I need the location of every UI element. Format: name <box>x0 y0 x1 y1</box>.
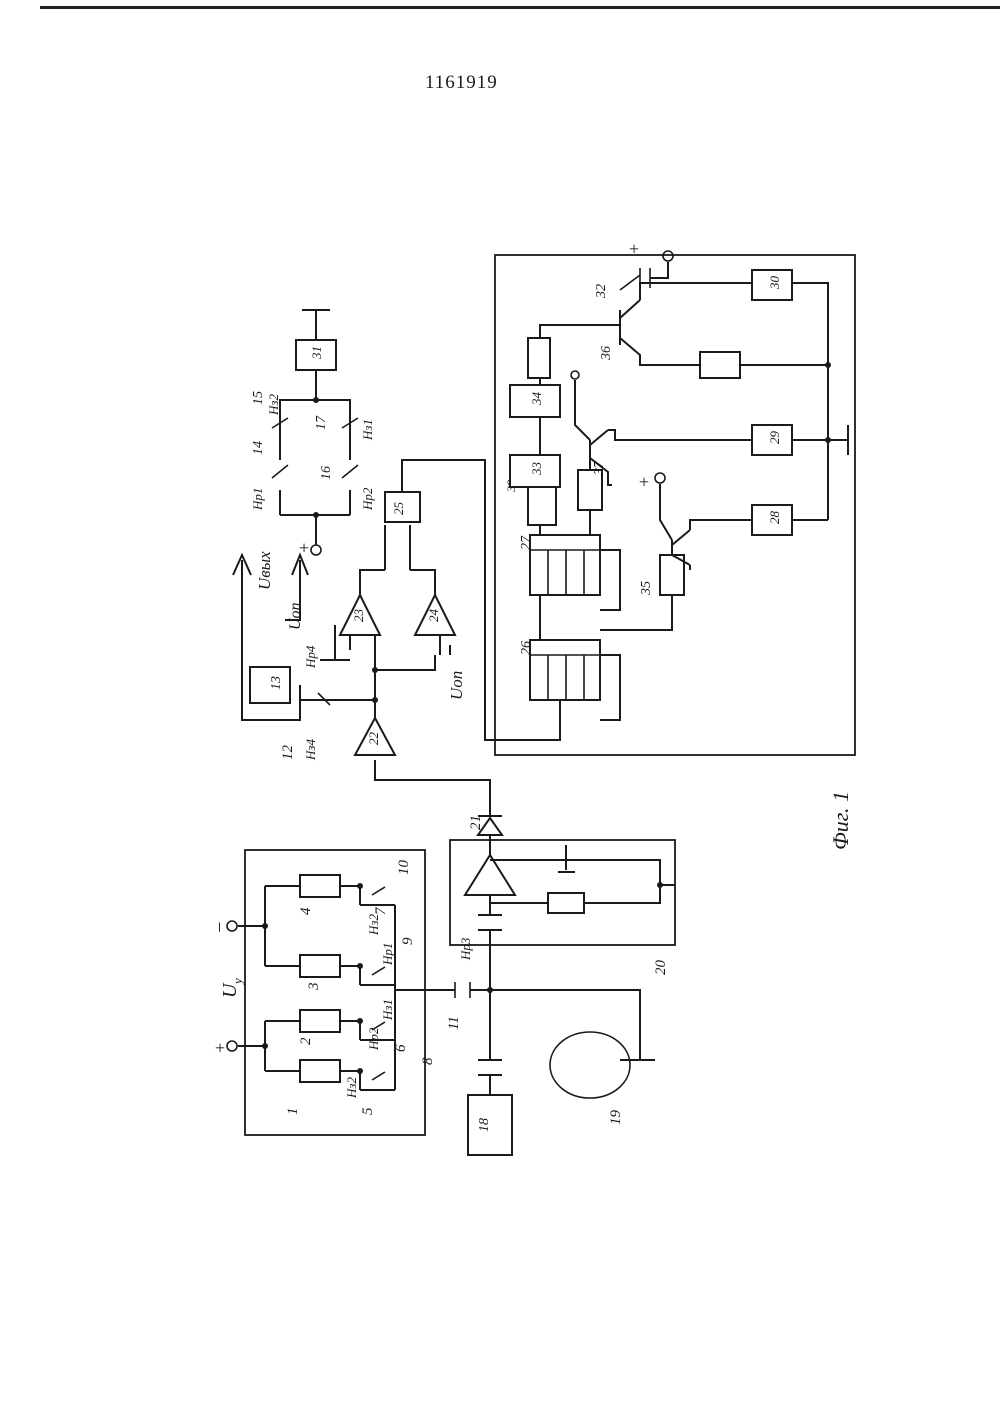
label-29: 29 <box>767 431 782 445</box>
label-9: 9 <box>400 937 416 945</box>
contact-label-hz2-a: Нз2 <box>266 394 281 416</box>
label-7: 7 <box>373 906 389 915</box>
label-22: 22 <box>366 732 381 746</box>
resistor-37 <box>578 470 602 510</box>
u-y-sub-label: у <box>230 978 245 986</box>
contact-label-hr4: Нр4 <box>303 645 318 669</box>
label-34: 34 <box>529 392 544 407</box>
wire-37-supply <box>575 380 590 440</box>
label-28: 28 <box>767 511 782 525</box>
label-17: 17 <box>314 415 329 430</box>
label-23: 23 <box>351 609 366 623</box>
element-38 <box>528 487 556 525</box>
ground-31 <box>302 310 330 340</box>
wire-comparator-out <box>360 525 435 595</box>
contact-label-hr1-a: Нр1 <box>250 488 265 511</box>
wire-35-supply <box>660 484 672 540</box>
u-op-bottom-label: Uоп <box>447 671 466 700</box>
label-15: 15 <box>251 391 266 405</box>
label-11: 11 <box>446 1016 462 1030</box>
wire-35-to-28 <box>690 520 752 570</box>
label-36: 36 <box>599 346 614 361</box>
resistor-2 <box>300 1010 340 1032</box>
resistor-35 <box>660 555 684 595</box>
switch-32 <box>620 268 650 290</box>
contact-label-hr2-b: Нр2 <box>366 1027 381 1051</box>
label-13: 13 <box>269 676 284 690</box>
wire-to-36 <box>540 325 620 338</box>
label-32: 32 <box>594 284 609 299</box>
wire-22-out <box>375 650 435 718</box>
wire-supply <box>238 926 265 1046</box>
u-op-top-label: Uоп <box>287 602 304 630</box>
label-2: 2 <box>298 1037 314 1045</box>
resistor-36 <box>700 352 740 378</box>
label-4: 4 <box>298 907 314 915</box>
sensor-19 <box>550 1032 630 1098</box>
plus-terminal-top-label: + <box>624 243 644 255</box>
label-3: 3 <box>306 983 322 992</box>
label-8: 8 <box>420 1057 436 1065</box>
label-25: 25 <box>391 502 406 516</box>
label-21: 21 <box>468 815 484 830</box>
label-18: 18 <box>477 1118 492 1132</box>
contact-label-hz1-b: Нз1 <box>380 999 395 1021</box>
label-16: 16 <box>319 466 334 480</box>
counter-27 <box>530 535 600 595</box>
u-out-label: Uвых <box>255 551 274 590</box>
label-10: 10 <box>396 860 412 876</box>
wire-contacts-high <box>280 370 350 460</box>
wire-37-to-29 <box>608 430 752 440</box>
resistor-3 <box>300 955 340 977</box>
label-19: 19 <box>608 1110 624 1126</box>
capacitor-18-coupling <box>478 1060 502 1075</box>
label-27: 27 <box>519 535 534 550</box>
wire-30 <box>792 283 828 520</box>
resistor-1 <box>300 1060 340 1082</box>
label-35: 35 <box>639 581 654 596</box>
capacitor-20 <box>478 895 502 990</box>
resistor-20 <box>548 893 584 913</box>
ground-main <box>792 425 848 455</box>
label-14: 14 <box>251 441 266 455</box>
resistor-4 <box>300 875 340 897</box>
contact-11 <box>455 982 470 998</box>
label-26: 26 <box>519 641 534 655</box>
input-chain: 11 Нр3 18 19 20 21 <box>375 760 675 1155</box>
resistor-34 <box>528 338 550 378</box>
logic-block: 26 27 38 33 34 36 32 + 30 37 2 <box>495 243 855 755</box>
wire-comparator-in <box>350 635 450 655</box>
label-31: 31 <box>309 346 324 360</box>
plus-terminal-contacts-label: + <box>294 542 314 554</box>
label-1: 1 <box>285 1108 301 1116</box>
label-33: 33 <box>529 462 544 477</box>
relay-contact-group: + 31 Нр1 14 15 Нз2 16 17 Нз1 Нр2 <box>250 310 375 555</box>
wire-supply-top <box>650 262 668 278</box>
label-6: 6 <box>393 1044 409 1052</box>
plus-terminal-label: + <box>210 1042 230 1054</box>
label-37: 37 <box>592 460 607 476</box>
label-24: 24 <box>426 609 441 623</box>
contact-label-hr2-a: Нр2 <box>360 487 375 511</box>
plus-terminal-35-label: + <box>634 476 654 488</box>
label-5: 5 <box>360 1107 376 1115</box>
contact-label-hz2-c: Нз2 <box>366 914 381 936</box>
counter-26 <box>530 640 600 700</box>
contact-label-hz1-a: Нз1 <box>360 419 375 441</box>
label-30: 30 <box>767 276 782 291</box>
contact-label-hz4: Нз4 <box>303 739 318 761</box>
contact-label-hz2-b: Нз2 <box>344 1077 359 1099</box>
figure-caption: Фиг. 1 <box>828 791 853 850</box>
contact-label-hr1-b: Нр1 <box>380 943 395 966</box>
label-20: 20 <box>653 960 669 976</box>
minus-terminal-label: − <box>209 921 231 935</box>
label-12: 12 <box>280 745 296 761</box>
wire-to-19 <box>490 990 655 1060</box>
input-divider-block: + − U у 1 2 3 4 5 6 7 8 9 10 Нз2 Нр2 Нз1… <box>209 850 440 1135</box>
contact-label-hr3: Нр3 <box>458 937 473 961</box>
